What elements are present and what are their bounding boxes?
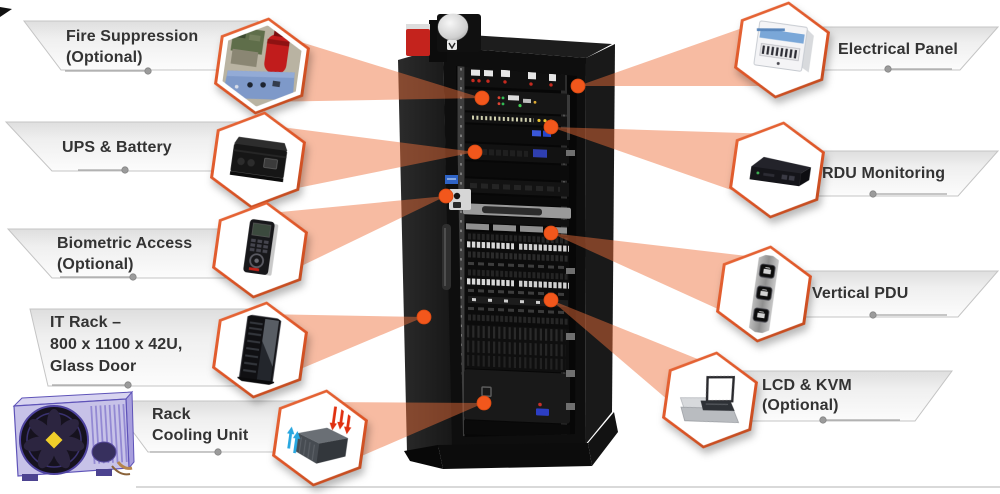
callout-line: RDU Monitoring [822, 165, 946, 182]
callout-it-rack: IT Rack – 800 x 1100 x 42U, Glass Door [50, 312, 182, 378]
callout-line: Fire Suppression [66, 28, 199, 45]
beam-electrical-panel [578, 14, 782, 86]
callout-line: Electrical Panel [838, 41, 958, 58]
callout-line: LCD & KVM [762, 377, 852, 394]
callout-line: (Optional) [57, 256, 134, 273]
biometric-access-image [218, 204, 303, 296]
callout-rack-cooling: Rack Cooling Unit [152, 404, 248, 446]
callout-electrical-panel: Electrical Panel [838, 39, 958, 60]
rack-cooling-image [278, 392, 363, 484]
beam-fire-suppression [262, 30, 482, 102]
door-handle [442, 224, 451, 290]
callout-line: Rack [152, 406, 191, 423]
beam-ups-battery [258, 124, 475, 196]
callout-biometric-access: Biometric Access (Optional) [57, 233, 192, 275]
hexagon-biometric-access [209, 195, 312, 305]
it-rack-image [218, 304, 303, 396]
dot-lcd-kvm [543, 292, 559, 308]
dot-biometric-access [438, 188, 454, 204]
dot-fire-suppression [474, 90, 490, 106]
vertical-pdu-image [722, 248, 807, 340]
lcd-kvm-image [668, 354, 753, 446]
callout-line: 800 x 1100 x 42U, [50, 336, 183, 353]
dot-rdu-monitoring [543, 119, 559, 135]
callout-lcd-kvm: LCD & KVM (Optional) [762, 376, 852, 416]
beam-biometric-access [260, 196, 446, 286]
callout-fire-suppression: Fire Suppression (Optional) [66, 26, 198, 68]
strobe-top [406, 24, 430, 31]
callout-vertical-pdu: Vertical PDU [812, 283, 908, 304]
hexagon-lcd-kvm [659, 345, 762, 455]
rdu-monitoring-image [735, 124, 820, 216]
fire-strobe [406, 29, 430, 56]
hexagon-fire-suppression [211, 11, 314, 121]
beam-rdu-monitoring [551, 127, 777, 206]
rack-side-brackets [566, 95, 575, 410]
connector-dots [416, 78, 586, 411]
callout-line: IT Rack – [50, 314, 122, 331]
sounder-dome [438, 13, 468, 41]
leader-lines [52, 68, 952, 453]
bottom-divider [136, 486, 1000, 488]
hexagon-it-rack [209, 295, 312, 405]
dot-it-rack [416, 309, 432, 325]
callout-line: Cooling Unit [152, 427, 249, 444]
dot-electrical-panel [570, 78, 586, 94]
dot-vertical-pdu [543, 225, 559, 241]
rack-logo [447, 40, 457, 50]
callout-line: Glass Door [50, 358, 137, 375]
callout-rdu-monitoring: RDU Monitoring [822, 163, 945, 184]
dot-ups-battery [467, 144, 483, 160]
callout-line: UPS & Battery [62, 139, 172, 156]
ups-image [216, 114, 301, 206]
hexagon-rdu-monitoring [726, 115, 829, 225]
corner-wedge [0, 7, 12, 17]
callout-line: (Optional) [762, 397, 839, 414]
beam-vertical-pdu [551, 233, 764, 330]
fire-suppression-image [220, 20, 305, 112]
callout-line: (Optional) [66, 49, 143, 66]
electrical-panel-image [740, 4, 825, 96]
hexagon-electrical-panel [731, 0, 834, 105]
cooling-unit-illustration [12, 390, 135, 481]
callout-line: Vertical PDU [812, 285, 909, 302]
hexagon-vertical-pdu [713, 239, 816, 349]
callout-ups-battery: UPS & Battery [62, 137, 172, 158]
hexagon-rack-cooling [269, 383, 372, 493]
dot-rack-cooling [476, 395, 492, 411]
callout-line: Biometric Access [57, 235, 193, 252]
leader-dots [121, 65, 892, 456]
hexagon-ups-battery [207, 105, 310, 215]
rack-equipment [457, 66, 571, 437]
